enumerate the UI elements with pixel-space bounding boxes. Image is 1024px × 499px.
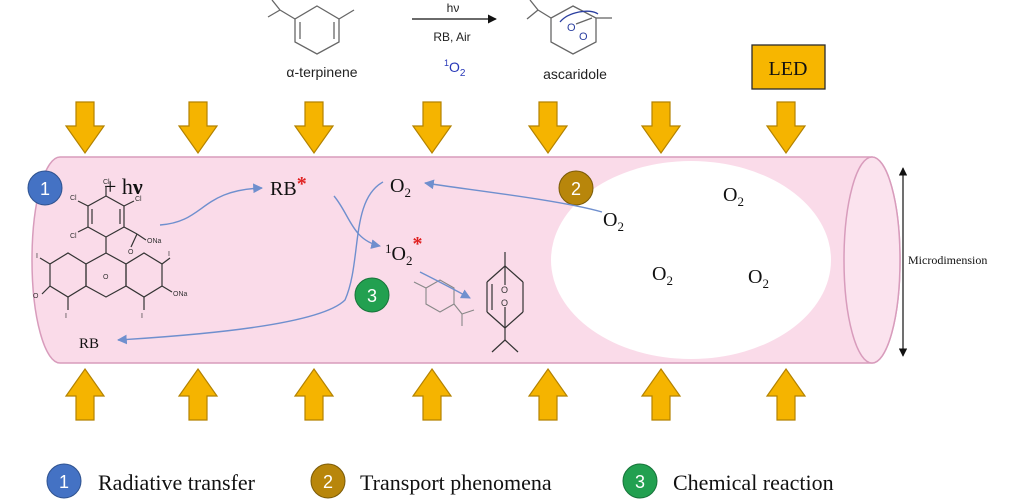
svg-text:3: 3 — [367, 286, 377, 306]
legend-item-transport-phenomena: 2 Transport phenomena — [310, 463, 552, 499]
microdimension-label: Microdimension — [908, 253, 987, 267]
svg-text:Radiative transfer: Radiative transfer — [98, 470, 256, 495]
marker-chemical-reaction: 3 — [354, 277, 390, 313]
ascaridole-label: ascaridole — [543, 66, 607, 82]
light-arrow-up — [527, 367, 569, 421]
marker-radiative-transfer: 1 — [27, 170, 63, 206]
svg-text:ONa: ONa — [173, 291, 188, 298]
svg-text:Cl: Cl — [70, 233, 77, 240]
svg-text:ONa: ONa — [147, 238, 162, 245]
oxygen-bubble-3: O2 — [748, 266, 769, 291]
svg-text:I: I — [36, 253, 38, 260]
svg-text:Chemical reaction: Chemical reaction — [673, 470, 834, 495]
light-arrow-down — [411, 101, 453, 155]
light-symbol: hν — [447, 1, 460, 15]
svg-text:Cl: Cl — [70, 195, 77, 202]
light-arrow-up — [765, 367, 807, 421]
legend-item-chemical-reaction: 3 Chemical reaction — [622, 463, 834, 499]
incident-light-top — [64, 101, 807, 155]
oxygen-transfer-arrow — [424, 179, 603, 213]
ascaridole-structure — [526, 0, 612, 55]
rose-bengal-excited-label: RB* — [270, 173, 307, 200]
svg-text:Cl: Cl — [135, 196, 142, 203]
ascaridole-oxygen-1: O — [567, 22, 576, 34]
light-arrow-up — [64, 367, 106, 421]
reaction-conditions: RB, Air — [433, 30, 470, 44]
led-source: LED — [751, 44, 826, 90]
excitation-arrow — [159, 183, 263, 226]
rose-bengal-atom-labels: Cl Cl Cl Cl ONa O I O I I I ONa O — [33, 179, 188, 320]
svg-text:2: 2 — [571, 179, 581, 199]
light-arrow-down — [765, 101, 807, 155]
alpha-terpinene-structure — [267, 0, 355, 55]
marker-transport-phenomena: 2 — [558, 170, 594, 206]
svg-text:I: I — [168, 251, 170, 258]
svg-text:I: I — [141, 313, 143, 320]
light-arrow-down — [640, 101, 682, 155]
light-arrow-down — [177, 101, 219, 155]
svg-text:Transport phenomena: Transport phenomena — [360, 470, 552, 495]
legend-item-radiative-transfer: 1 Radiative transfer — [46, 463, 256, 499]
reaction-arrow-channel — [419, 271, 471, 299]
svg-text:3: 3 — [635, 472, 645, 492]
ascaridole-in-channel — [486, 252, 524, 353]
singlet-oxygen-label: 1O2 — [444, 58, 466, 79]
rose-bengal-ground-label: RB — [79, 336, 99, 352]
legend: 1 Radiative transfer 2 Transport phenome… — [46, 463, 834, 499]
svg-text:O: O — [33, 293, 39, 300]
air-bubble — [551, 161, 831, 359]
led-label: LED — [769, 58, 808, 80]
alpha-terpinene-label: α-terpinene — [286, 64, 357, 80]
svg-text:Cl: Cl — [103, 179, 110, 186]
svg-text:O: O — [128, 249, 134, 256]
svg-text:1: 1 — [59, 472, 69, 492]
light-arrow-up — [177, 367, 219, 421]
ascaridole-oxygen-2: O — [579, 31, 588, 43]
svg-text:2: 2 — [323, 472, 333, 492]
plus-hv-label: + hν — [104, 174, 143, 199]
regeneration-arrow — [117, 181, 384, 345]
rose-bengal-structure — [39, 186, 173, 310]
oxygen-bubble-2: O2 — [652, 263, 673, 288]
tube-outlet — [843, 156, 901, 364]
svg-text:I: I — [65, 313, 67, 320]
svg-text:1: 1 — [40, 179, 50, 199]
svg-text:O: O — [103, 274, 109, 281]
microchannel-tube — [31, 156, 901, 364]
ascaridole-channel-oxygen-1: O — [501, 285, 508, 295]
ascaridole-channel-oxygen-2: O — [501, 298, 508, 308]
incident-light-bottom — [64, 367, 807, 421]
light-arrow-up — [411, 367, 453, 421]
oxygen-interface: O2 — [603, 209, 624, 234]
oxygen-bubble-1: O2 — [723, 184, 744, 209]
light-arrow-down — [293, 101, 335, 155]
light-arrow-up — [293, 367, 335, 421]
energy-transfer-arrow — [333, 195, 381, 249]
light-arrow-up — [640, 367, 682, 421]
oxygen-in-liquid: O2 — [390, 175, 411, 200]
light-arrow-down — [64, 101, 106, 155]
singlet-oxygen-excited: 1O2* — [385, 233, 422, 268]
terpinene-in-channel — [413, 279, 475, 326]
light-arrow-down — [527, 101, 569, 155]
